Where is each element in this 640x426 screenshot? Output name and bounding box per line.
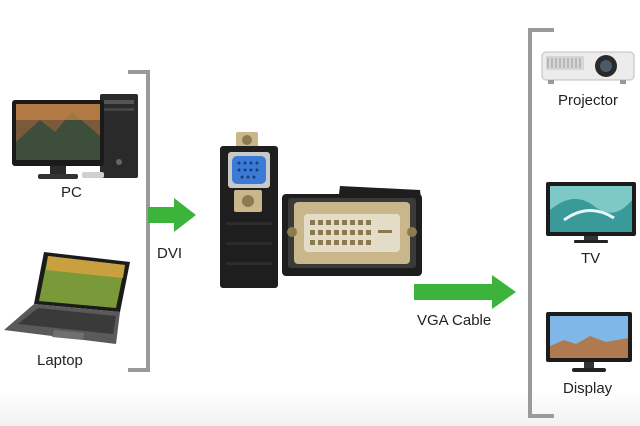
- dvi-label: DVI: [157, 245, 183, 262]
- display-label: Display: [563, 380, 613, 397]
- projector-icon: [541, 51, 635, 84]
- floor-shadow: [0, 390, 640, 426]
- tv-label: TV: [581, 250, 601, 267]
- projector-label: Projector: [558, 92, 619, 109]
- dvi-arrow-icon: [148, 198, 196, 232]
- display-icon: [546, 312, 632, 372]
- laptop-label: Laptop: [37, 352, 83, 369]
- laptop-icon: [4, 252, 130, 344]
- pc-icon: [12, 94, 138, 179]
- output-devices-bracket: [528, 28, 554, 418]
- vga-cable-label: VGA Cable: [417, 312, 492, 329]
- vga-cable-arrow-icon: [414, 275, 516, 309]
- adapter-vga-side-icon: [220, 132, 278, 288]
- adapter-dvi-side-icon: [282, 186, 422, 276]
- tv-icon: [546, 182, 636, 243]
- pc-label: PC: [61, 184, 82, 201]
